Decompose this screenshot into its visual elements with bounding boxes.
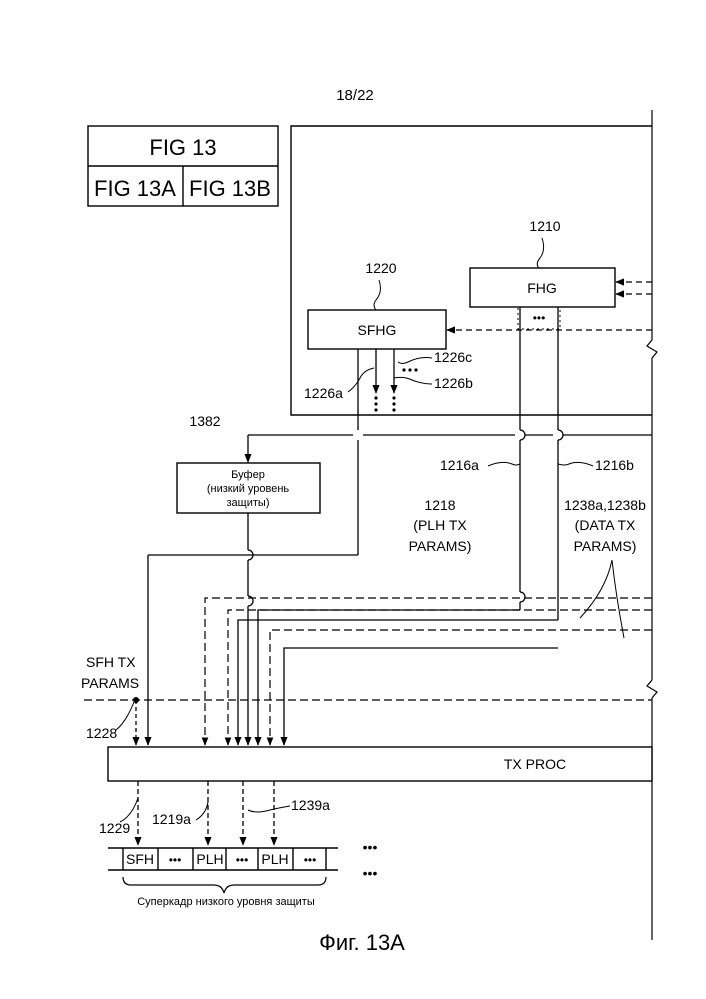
ref-1218: 1218 — [424, 497, 455, 513]
superframe: SFH ••• PLH ••• PLH ••• ••• ••• Суперкад… — [108, 839, 377, 908]
data-params-label-2: PARAMS) — [574, 538, 637, 554]
ref-1228: 1228 — [86, 725, 117, 741]
buffer-label-2: (низкий уровень — [207, 483, 290, 495]
ref-1216b: 1216b — [595, 457, 634, 473]
sfhg-outputs — [358, 349, 394, 430]
ref-1220: 1220 — [365, 260, 396, 276]
continuation-dots-2: ••• — [363, 865, 378, 881]
ref-1226a: 1226a — [304, 385, 343, 401]
buffer-output-line — [248, 513, 253, 745]
figure-key-table: FIG 13 FIG 13A FIG 13B — [88, 126, 278, 206]
fhg-label: FHG — [527, 280, 557, 296]
key-fig13a: FIG 13A — [94, 176, 176, 201]
cell-plh-1: PLH — [196, 851, 223, 867]
key-fig13b: FIG 13B — [189, 176, 271, 201]
cell-plh-2: PLH — [261, 851, 288, 867]
figure-caption: Фиг. 13A — [319, 930, 405, 955]
ref-1219a: 1219a — [152, 811, 191, 827]
key-fig13: FIG 13 — [149, 135, 216, 160]
cell-dots-2: ••• — [236, 853, 249, 867]
ref-1239a: 1239a — [291, 797, 330, 813]
ref-1229: 1229 — [99, 820, 130, 836]
match-line — [647, 110, 657, 940]
buffer-label-1: Буфер — [231, 469, 265, 481]
cell-sfh: SFH — [126, 851, 154, 867]
buffer-label-3: защиты) — [227, 497, 270, 509]
fhg-outputs — [520, 307, 563, 620]
sfhg-output-dots — [374, 368, 417, 411]
sfh-params-label-1: SFH TX — [86, 654, 136, 670]
ref-1226c: 1226c — [434, 349, 472, 365]
cell-dots-1: ••• — [169, 853, 182, 867]
superframe-brace — [123, 877, 326, 893]
fhg-output-dots: ••• — [518, 307, 560, 329]
data-params-label-1: (DATA TX — [575, 517, 636, 533]
tx-proc-block: TX PROC — [108, 747, 652, 781]
sfhg-label: SFHG — [358, 322, 397, 338]
buffer-block: Буфер (низкий уровень защиты) 1382 — [177, 413, 320, 513]
sfh-params-label-2: PARAMS — [81, 675, 139, 691]
fhg-block: FHG 1210 — [470, 218, 615, 307]
sfhg-block: SFHG 1220 — [308, 260, 446, 349]
continuation-dots-1: ••• — [363, 839, 378, 855]
fhg-inputs — [616, 282, 652, 294]
superframe-label: Суперкадр низкого уровня защиты — [137, 896, 315, 908]
ref-1216a: 1216a — [440, 457, 479, 473]
plh-params-label-2: PARAMS) — [409, 538, 472, 554]
ref-1238ab: 1238a,1238b — [564, 497, 646, 513]
cell-dots-3: ••• — [304, 853, 317, 867]
plh-param-line-3 — [284, 648, 558, 745]
ref-1226b: 1226b — [434, 375, 473, 391]
plh-params-label-1: (PLH TX — [413, 517, 467, 533]
sfh-params-line: SFH TX PARAMS 1228 — [81, 654, 652, 745]
fhg-dots: ••• — [533, 311, 546, 325]
tx-proc-label: TX PROC — [504, 756, 566, 772]
data-param-lines-2 — [270, 630, 652, 745]
page-number: 18/22 — [336, 87, 374, 104]
ref-1210: 1210 — [529, 218, 560, 234]
ref-1382: 1382 — [189, 413, 220, 429]
